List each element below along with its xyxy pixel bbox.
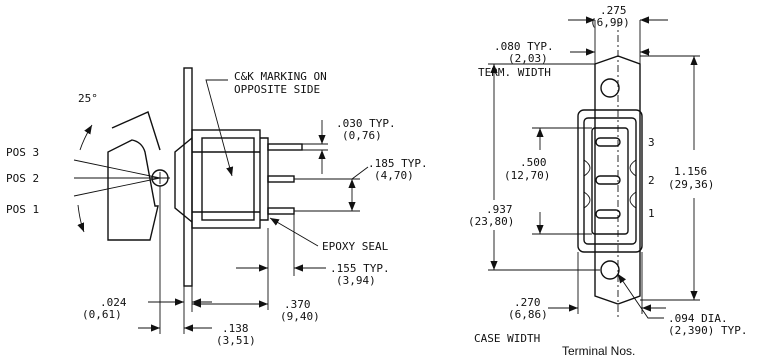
actuator-lever (107, 139, 159, 241)
inner-dim: .500 (520, 156, 547, 169)
front-length-mm: (3,51) (216, 334, 256, 347)
term-pitch-dim: .185 TYP. (368, 157, 428, 170)
epoxy-label: EPOXY SEAL (322, 240, 389, 253)
hole-dim: .094 DIA. (668, 312, 728, 325)
slot-2 (595, 175, 621, 185)
hole-mm: (2,390) TYP. (668, 324, 747, 337)
overall-width-dim: .275 (600, 4, 627, 17)
mounting-plate (183, 67, 193, 287)
angle-label: 25° (78, 92, 98, 105)
inner-mm: (12,70) (504, 169, 550, 182)
terminal-1 (267, 207, 295, 215)
case (577, 109, 643, 253)
overall-height-dim: 1.156 (674, 165, 707, 178)
slot-1 (595, 209, 621, 219)
terminal-number-3: 3 (648, 136, 655, 149)
overall-width-mm: (6,99) (590, 16, 630, 29)
body-length-mm: (9,40) (280, 310, 320, 323)
angle-arc-top (79, 124, 93, 151)
case-width-mm: (6,86) (508, 308, 548, 321)
case-width-dim: .270 (514, 296, 541, 309)
term-width-dim: .080 TYP. (494, 40, 554, 53)
mounting-hole-bottom (600, 260, 620, 280)
marking-label-2: OPPOSITE SIDE (234, 83, 320, 96)
pos2-label: POS 2 (6, 172, 39, 185)
slot-3 (595, 137, 621, 147)
angle-arc-bottom (77, 204, 85, 233)
plate-thickness-mm: (0,61) (82, 308, 122, 321)
front-length-dim: .138 (222, 322, 249, 335)
end-view: .275 (6,99) .080 TYP. (2,03) TERM. WIDTH… (468, 4, 747, 358)
pos1-ray (73, 177, 161, 197)
overall-height-mm: (29,36) (668, 178, 714, 191)
term-pitch-mm: (4,70) (374, 169, 414, 182)
switch-body (191, 129, 261, 229)
marking-label-1: C&K MARKING ON (234, 70, 327, 83)
actuator-lever-top (111, 111, 161, 151)
height-mm: (23,80) (468, 215, 514, 228)
terminal-number-1: 1 (648, 207, 655, 220)
side-view: 25° POS 3 POS 2 POS 1 C&K MARKING ON OPP… (6, 67, 428, 347)
pos3-label: POS 3 (6, 146, 39, 159)
terminal-number-2: 2 (648, 174, 655, 187)
term-length-mm: (3,94) (336, 274, 376, 287)
term-width-mm: (2,03) (508, 52, 548, 65)
case-width-label: CASE WIDTH (474, 332, 540, 345)
pos3-ray (73, 159, 161, 179)
mounting-hole-top (600, 78, 620, 98)
terminal-2 (267, 175, 295, 183)
bushing (174, 137, 193, 223)
plate-thickness-dim: .024 (100, 296, 127, 309)
height-dim: .937 (486, 203, 513, 216)
terminal-numbers-caption: Terminal Nos. (562, 344, 635, 358)
marking-leader (205, 79, 234, 177)
term-thickness-dim: .030 TYP. (336, 117, 396, 130)
body-length-dim: .370 (284, 298, 311, 311)
term-thickness-mm: (0,76) (342, 129, 382, 142)
rear-housing (260, 137, 269, 221)
hole-leader (617, 273, 664, 319)
term-width-label: TERM. WIDTH (478, 66, 551, 79)
pos1-label: POS 1 (6, 203, 39, 216)
term-length-dim: .155 TYP. (330, 262, 390, 275)
terminal-3 (267, 143, 303, 151)
